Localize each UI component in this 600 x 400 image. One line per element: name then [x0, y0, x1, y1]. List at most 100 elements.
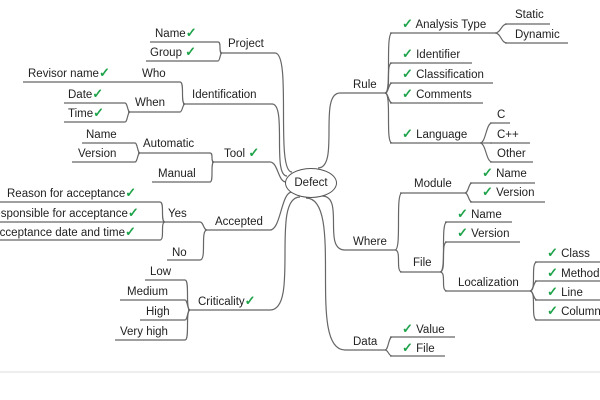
node-accepted: Accepted	[215, 216, 263, 228]
check-icon: ✓	[547, 245, 558, 260]
connector	[479, 142, 493, 163]
node-who: Who	[142, 68, 166, 80]
responsible-for-acceptance: Responsible for acceptance✓	[0, 205, 139, 221]
check-icon: ✓	[457, 206, 468, 221]
module-version: ✓ Version	[482, 184, 535, 200]
connector	[384, 92, 393, 144]
connector	[394, 192, 403, 251]
language: ✓ Language	[402, 126, 468, 142]
node-when: When	[135, 97, 166, 109]
loc-class: ✓ Class	[547, 245, 590, 261]
connector	[494, 32, 508, 44]
file-name: ✓ Name	[457, 206, 502, 222]
connector	[209, 161, 215, 183]
project-name: Name✓	[155, 25, 197, 41]
connector	[179, 81, 186, 105]
connector	[134, 152, 141, 163]
node-manual: Manual	[158, 168, 196, 180]
connector	[529, 290, 538, 321]
identifier: ✓ Identifier	[402, 46, 461, 62]
check-icon: ✓	[482, 165, 493, 180]
root-label: Defect	[294, 177, 328, 189]
data-value: ✓ Value	[402, 321, 445, 337]
check-icon: ✓	[547, 265, 558, 280]
check-icon: ✓	[402, 126, 413, 141]
connector	[317, 92, 341, 169]
check-icon: ✓	[127, 205, 139, 220]
module-name: ✓ Name	[482, 165, 527, 181]
lang-other: Other	[497, 148, 526, 160]
connector	[394, 249, 403, 273]
tool-name: Name	[86, 129, 117, 141]
node-data: Data	[353, 336, 378, 348]
comments: ✓ Comments	[402, 86, 472, 102]
node-criticality: Criticality✓	[198, 293, 256, 309]
check-icon: ✓	[547, 303, 558, 318]
date: Date✓	[68, 86, 104, 102]
check-icon: ✓	[93, 105, 105, 120]
file-version: ✓ Version	[457, 225, 510, 241]
node-yes: Yes	[168, 208, 187, 220]
loc-column: ✓ Column	[547, 303, 600, 319]
analysis-type: ✓ Analysis Type	[402, 16, 487, 32]
revisor-name: Revisor name✓	[28, 65, 110, 81]
check-icon: ✓	[402, 46, 413, 61]
connector	[321, 195, 346, 251]
dynamic: Dynamic	[515, 29, 560, 41]
node-file: File	[413, 257, 432, 269]
loc-method: ✓ Method	[547, 265, 600, 281]
check-icon: ✓	[248, 145, 260, 160]
connector	[134, 142, 141, 154]
lang-cpp: C++	[497, 129, 519, 141]
check-icon: ✓	[482, 184, 493, 199]
node-localization: Localization	[458, 277, 519, 289]
loc-line: ✓ Line	[547, 284, 583, 300]
connector	[124, 111, 131, 123]
connector	[124, 102, 131, 113]
project-group: Group ✓	[150, 44, 197, 60]
connector	[269, 191, 293, 231]
level-medium: Medium	[127, 286, 168, 298]
connector	[209, 152, 215, 163]
check-icon: ✓	[125, 185, 137, 200]
connector	[269, 161, 287, 183]
classification: ✓ Classification	[402, 66, 484, 82]
check-icon: ✓	[402, 66, 413, 81]
connector	[305, 197, 346, 351]
level-very-high: Very high	[120, 326, 168, 338]
check-icon: ✓	[457, 225, 468, 240]
connector	[179, 103, 186, 113]
connector	[464, 182, 473, 194]
connector	[274, 52, 293, 173]
connector	[217, 52, 223, 62]
check-icon: ✓	[402, 16, 413, 31]
connector	[384, 336, 393, 351]
connector	[199, 229, 208, 261]
check-icon: ✓	[185, 25, 197, 40]
node-module: Module	[414, 178, 452, 190]
connector	[479, 122, 493, 144]
connector	[384, 349, 393, 357]
check-icon: ✓	[98, 65, 110, 80]
connector	[184, 309, 191, 341]
connector	[494, 23, 508, 34]
reason-for-acceptance: Reason for acceptance✓	[7, 185, 137, 201]
check-icon: ✓	[547, 284, 558, 299]
connector	[439, 241, 448, 273]
node-where: Where	[353, 236, 387, 248]
connector	[199, 221, 208, 231]
level-high: High	[146, 306, 170, 318]
node-identification: Identification	[192, 89, 257, 101]
data-file: ✓ File	[402, 340, 435, 356]
connector	[271, 103, 288, 177]
node-no: No	[172, 247, 187, 259]
root-node-defect: Defect	[285, 168, 337, 198]
connector	[464, 192, 473, 203]
check-icon: ✓	[244, 293, 256, 308]
check-icon: ✓	[185, 44, 197, 59]
lang-c: C	[497, 109, 506, 121]
node-automatic: Automatic	[143, 138, 195, 150]
node-project: Project	[228, 38, 264, 50]
